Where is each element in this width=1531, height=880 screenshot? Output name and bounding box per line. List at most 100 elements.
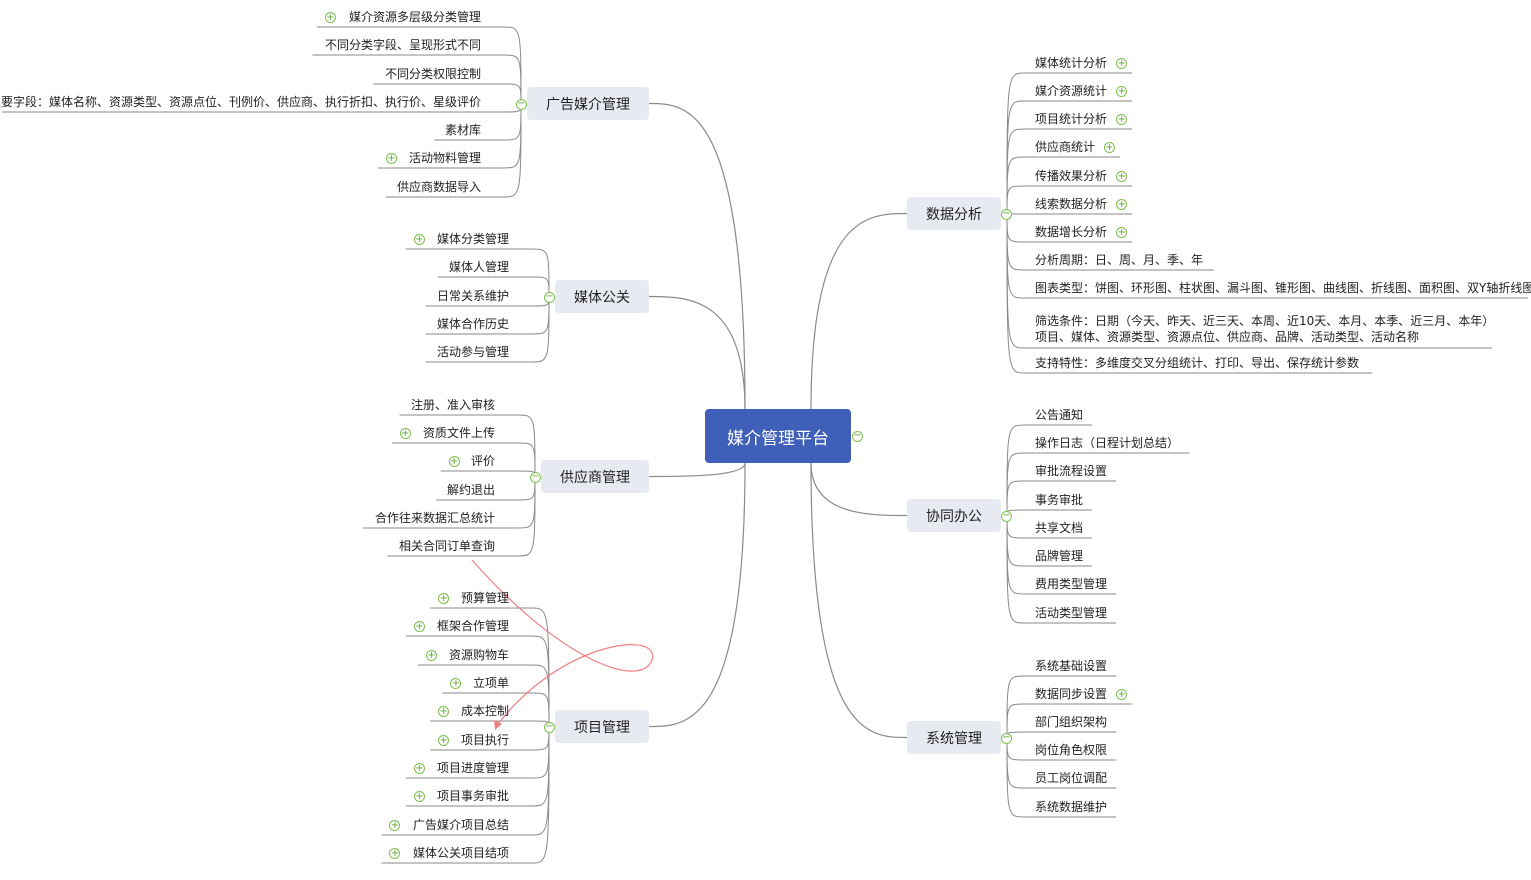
subtopic-item[interactable]: 项目执行	[456, 732, 509, 748]
subtopic-label: 项目进度管理	[436, 761, 509, 775]
subtopic-item[interactable]: 相关合同订单查询	[393, 538, 495, 554]
subtopic-label: 框架合作管理	[436, 619, 509, 633]
subtopic-item[interactable]: 数据同步设置	[1035, 686, 1112, 702]
subtopic-item[interactable]: 公告通知	[1035, 407, 1088, 423]
branch-topic-ad[interactable]: 广告媒介管理	[527, 87, 649, 120]
subtopic-item[interactable]: 数据增长分析	[1035, 224, 1112, 240]
subtopic-label: 广告媒介项目总结	[412, 818, 509, 832]
subtopic-item[interactable]: 传播效果分析	[1035, 168, 1112, 184]
collapse-icon[interactable]: −	[530, 470, 541, 483]
expand-icon[interactable]: +	[1116, 171, 1128, 182]
subtopic-item[interactable]: 注册、准入审核	[406, 397, 495, 413]
expand-icon[interactable]: +	[1116, 86, 1128, 97]
expand-icon[interactable]: +	[1116, 58, 1128, 69]
subtopic-item[interactable]: 事务审批	[1035, 492, 1088, 508]
subtopic-item[interactable]: 部门组织架构	[1035, 714, 1112, 730]
collapse-icon[interactable]: −	[516, 97, 527, 110]
subtopic-item[interactable]: 主要字段：媒体名称、资源类型、资源点位、刊例价、供应商、执行折扣、执行价、星级评…	[0, 94, 481, 110]
subtopic-item[interactable]: 媒体合作历史	[432, 316, 509, 332]
subtopic-item[interactable]: 支持特性：多维度交叉分组统计、打印、导出、保存统计参数	[1035, 355, 1368, 371]
expand-icon[interactable]: +	[1116, 199, 1128, 210]
subtopic-item[interactable]: 媒介资源多层级分类管理	[343, 9, 481, 25]
subtopic-item[interactable]: 媒体公关项目结项	[407, 845, 509, 861]
subtopic-item[interactable]: 媒体统计分析	[1035, 55, 1112, 71]
collapse-icon[interactable]: −	[1001, 731, 1012, 744]
branch-topic-office[interactable]: 协同办公	[907, 499, 1001, 532]
subtopic-item[interactable]: 评价	[467, 453, 495, 469]
subtopic-label: 资质文件上传	[422, 426, 495, 440]
subtopic-item[interactable]: 系统基础设置	[1035, 658, 1112, 674]
subtopic-item[interactable]: 系统数据维护	[1035, 799, 1112, 815]
expand-icon[interactable]: +	[438, 706, 450, 717]
expand-icon[interactable]: +	[1116, 689, 1128, 700]
expand-icon[interactable]: +	[413, 234, 425, 245]
subtopic-item[interactable]: 项目统计分析	[1035, 111, 1112, 127]
subtopic-item[interactable]: 项目事务审批	[432, 788, 509, 804]
branch-topic-pr[interactable]: 媒体公关	[555, 280, 649, 313]
subtopic-item[interactable]: 不同分类字段、呈现形式不同	[318, 37, 481, 53]
subtopic-item[interactable]: 资源购物车	[444, 647, 509, 663]
subtopic-item[interactable]: 解约退出	[442, 482, 495, 498]
collapse-icon[interactable]: −	[1001, 509, 1012, 522]
collapse-icon[interactable]: −	[852, 430, 863, 442]
subtopic-item[interactable]: 成本控制	[456, 703, 509, 719]
subtopic-item[interactable]: 资质文件上传	[418, 425, 495, 441]
branch-topic-supplier[interactable]: 供应商管理	[541, 460, 649, 493]
expand-icon[interactable]: +	[448, 456, 460, 467]
branch-topic-label: 协同办公	[926, 508, 982, 525]
subtopic-item[interactable]: 操作日志（日程计划总结）	[1035, 435, 1185, 451]
subtopic-item[interactable]: 图表类型：饼图、环形图、柱状图、漏斗图、锥形图、曲线图、折线图、面积图、双Y轴折…	[1035, 280, 1531, 296]
expand-icon[interactable]: +	[438, 593, 450, 604]
expand-icon[interactable]: +	[1104, 142, 1115, 153]
expand-icon[interactable]: +	[1116, 227, 1128, 238]
subtopic-item[interactable]: 框架合作管理	[432, 618, 509, 634]
subtopic-item[interactable]: 立项单	[468, 675, 509, 691]
expand-icon[interactable]: +	[1116, 114, 1128, 125]
subtopic-item[interactable]: 岗位角色权限	[1035, 742, 1112, 758]
expand-icon[interactable]: +	[413, 621, 425, 632]
subtopic-item[interactable]: 活动物料管理	[404, 150, 481, 166]
collapse-icon[interactable]: −	[544, 720, 555, 733]
subtopic-item[interactable]: 供应商数据导入	[392, 179, 481, 195]
subtopic-item[interactable]: 预算管理	[456, 590, 509, 606]
subtopic-item[interactable]: 线索数据分析	[1035, 196, 1112, 212]
branch-topic-data[interactable]: 数据分析	[907, 197, 1001, 230]
subtopic-item[interactable]: 员工岗位调配	[1035, 770, 1112, 786]
subtopic-item[interactable]: 活动参与管理	[432, 344, 509, 360]
collapse-icon[interactable]: −	[544, 290, 555, 303]
subtopic-item[interactable]: 素材库	[440, 122, 481, 138]
expand-icon[interactable]: +	[450, 678, 462, 689]
expand-icon[interactable]: +	[324, 12, 336, 23]
subtopic-item[interactable]: 审批流程设置	[1035, 463, 1112, 479]
subtopic-item[interactable]: 供应商统计	[1035, 139, 1100, 155]
subtopic-item[interactable]: 项目进度管理	[432, 760, 509, 776]
subtopic-label: 费用类型管理	[1035, 577, 1108, 591]
expand-icon[interactable]: +	[389, 848, 401, 859]
expand-icon[interactable]: +	[413, 763, 425, 774]
expand-icon[interactable]: +	[389, 820, 401, 831]
subtopic-item[interactable]: 日常关系维护	[432, 288, 509, 304]
branch-topic-system[interactable]: 系统管理	[907, 721, 1001, 754]
subtopic-item[interactable]: 分析周期：日、周、月、季、年	[1035, 252, 1210, 268]
subtopic-item[interactable]: 不同分类权限控制	[379, 66, 481, 82]
subtopic-label: 图表类型：饼图、环形图、柱状图、漏斗图、锥形图、曲线图、折线图、面积图、双Y轴折…	[1035, 281, 1531, 295]
expand-icon[interactable]: +	[399, 428, 411, 439]
subtopic-item[interactable]: 媒体分类管理	[432, 231, 509, 247]
subtopic-item[interactable]: 媒介资源统计	[1035, 83, 1112, 99]
expand-icon[interactable]: +	[426, 650, 437, 661]
collapse-icon[interactable]: −	[1001, 207, 1012, 220]
subtopic-item[interactable]: 广告媒介项目总结	[407, 817, 509, 833]
subtopic-item[interactable]: 活动类型管理	[1035, 605, 1112, 621]
central-topic[interactable]: 媒介管理平台	[705, 409, 851, 463]
expand-icon[interactable]: +	[438, 735, 450, 746]
subtopic-item[interactable]: 媒体人管理	[444, 259, 509, 275]
branch-topic-project[interactable]: 项目管理	[555, 710, 649, 743]
subtopic-item[interactable]: 费用类型管理	[1035, 576, 1112, 592]
subtopic-item[interactable]: 品牌管理	[1035, 548, 1088, 564]
subtopic-item[interactable]: 筛选条件：日期（今天、昨天、近三天、本周、近10天、本月、本季、近三月、本年）项…	[1035, 313, 1504, 345]
expand-icon[interactable]: +	[385, 153, 397, 164]
subtopic-item[interactable]: 合作往来数据汇总统计	[369, 510, 495, 526]
subtopic-item[interactable]: 共享文档	[1035, 520, 1088, 536]
expand-icon[interactable]: +	[413, 791, 425, 802]
